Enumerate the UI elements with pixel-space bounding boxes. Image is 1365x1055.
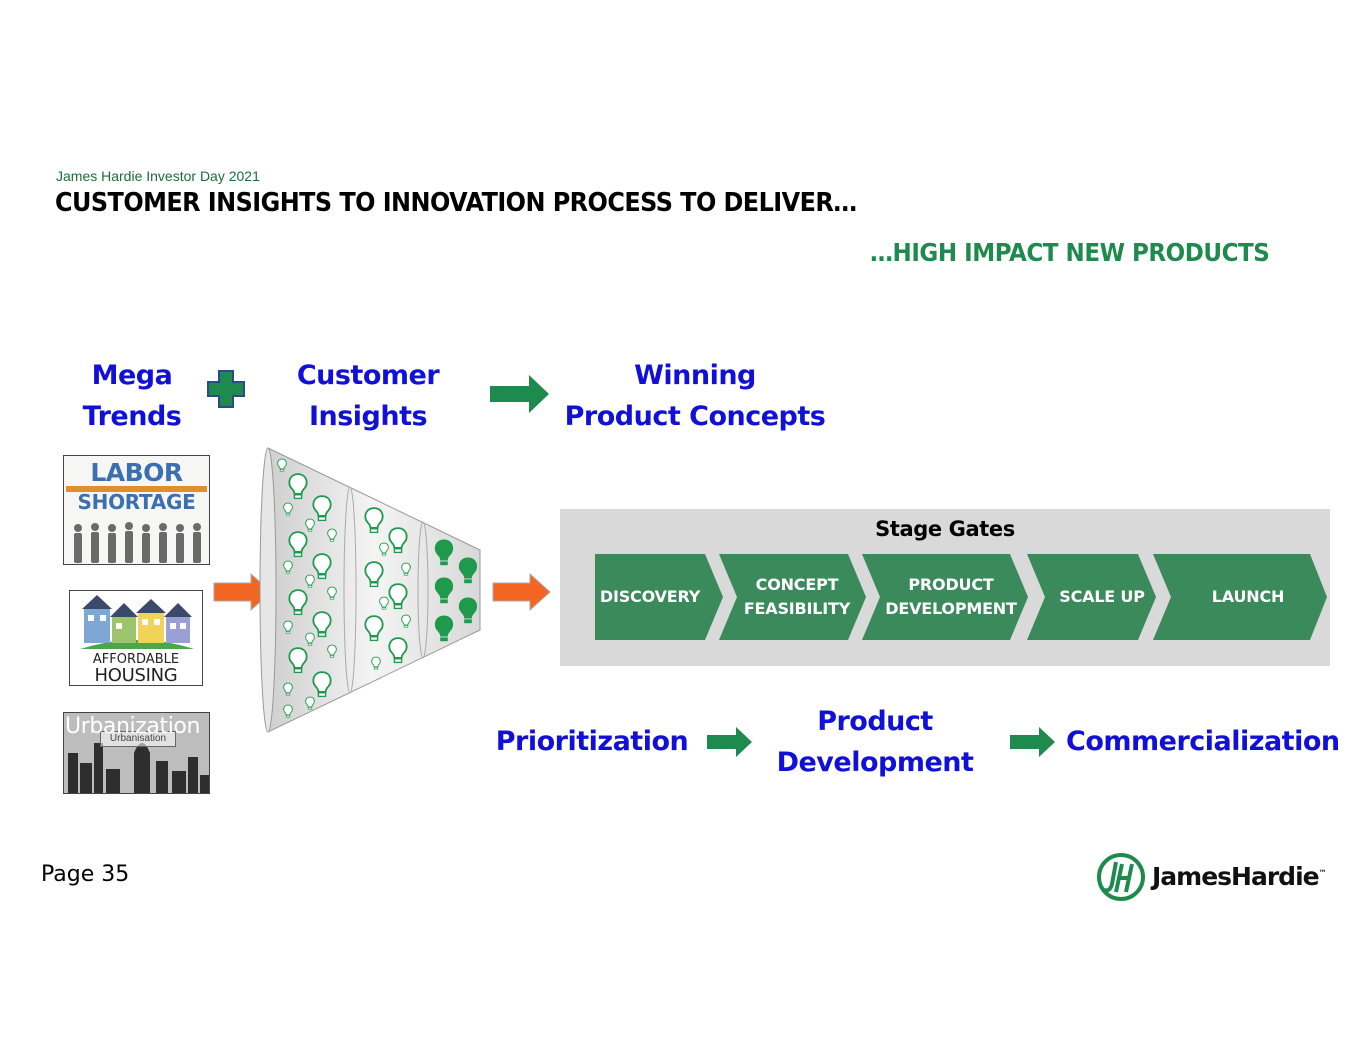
customer-insights-line2: Insights xyxy=(308,401,428,432)
stage-product-development: PRODUCT DEVELOPMENT xyxy=(880,573,1022,621)
urbanization-image: Urbanisation Urbanization xyxy=(63,712,210,794)
stage-chevron-concept xyxy=(719,554,866,640)
stage-launch-line1: LAUNCH xyxy=(1211,587,1285,606)
workers-silhouette-icon xyxy=(74,522,201,563)
prioritization-label: Prioritization xyxy=(495,726,689,757)
jh-logo-icon xyxy=(1097,853,1145,901)
stage-product-line2: DEVELOPMENT xyxy=(885,599,1017,618)
stage-concept-line1: CONCEPT xyxy=(755,575,839,594)
logo-wordmark: JamesHardie xyxy=(1152,862,1320,891)
affordable-housing-image: AFFORDABLE HOUSING xyxy=(69,590,203,686)
stage-scale-up: SCALE UP xyxy=(1045,585,1159,609)
stage-gates-title: Stage Gates xyxy=(875,517,1015,541)
mega-trends-label: Mega Trends xyxy=(62,355,202,437)
plus-icon xyxy=(207,370,245,408)
stage-chevron-launch xyxy=(1153,554,1327,640)
stage-chevron-product xyxy=(862,554,1028,640)
labor-line1: LABOR xyxy=(90,458,183,487)
urbanization-label: Urbanization xyxy=(65,714,201,739)
product-development-line1: Product xyxy=(817,706,933,737)
labor-line2: SHORTAGE xyxy=(77,490,196,514)
winning-concepts-label: Winning Product Concepts xyxy=(555,355,835,437)
page-number: Page 35 xyxy=(41,862,130,887)
labor-banner xyxy=(66,486,207,492)
mega-trends-line1: Mega xyxy=(91,360,173,391)
arrow-right-icon xyxy=(1010,727,1055,757)
customer-insights-label: Customer Insights xyxy=(282,355,454,437)
housing-line2: HOUSING xyxy=(94,665,178,686)
arrow-right-icon xyxy=(490,375,549,413)
innovation-funnel xyxy=(259,447,481,733)
stage-discovery: DISCOVERY xyxy=(595,585,705,609)
company-logo-text: JamesHardie™ xyxy=(1152,862,1327,891)
winning-concepts-line1: Winning xyxy=(634,360,756,391)
product-development-label: Product Development xyxy=(765,701,985,783)
event-eyebrow: James Hardie Investor Day 2021 xyxy=(56,168,260,184)
stage-discovery-line1: DISCOVERY xyxy=(599,587,701,606)
stage-chevrons xyxy=(595,554,1327,640)
stage-launch: LAUNCH xyxy=(1180,585,1316,609)
product-development-line2: Development xyxy=(776,747,974,778)
labor-shortage-image: LABOR SHORTAGE xyxy=(63,455,210,565)
orange-arrow-icon xyxy=(492,573,551,611)
arrow-right-icon xyxy=(707,727,752,757)
houses-icon xyxy=(80,595,194,649)
slide-subtitle: …HIGH IMPACT NEW PRODUCTS xyxy=(870,238,1270,267)
customer-insights-line1: Customer xyxy=(296,360,440,391)
stage-concept-feasibility: CONCEPT FEASIBILITY xyxy=(737,573,857,621)
mega-trends-line2: Trends xyxy=(82,401,182,432)
urbanisation-bubble: Urbanisation xyxy=(100,731,176,747)
stage-chevron-discovery xyxy=(595,554,723,640)
stage-scaleup-line1: SCALE UP xyxy=(1059,587,1145,606)
stage-concept-line2: FEASIBILITY xyxy=(743,599,851,618)
winning-concepts-line2: Product Concepts xyxy=(564,401,826,432)
commercialization-label: Commercialization xyxy=(1066,726,1340,757)
housing-line1: AFFORDABLE xyxy=(92,652,180,667)
slide-title: CUSTOMER INSIGHTS TO INNOVATION PROCESS … xyxy=(55,188,857,218)
city-skyline-icon xyxy=(64,713,209,793)
logo-trademark: ™ xyxy=(1318,868,1327,878)
stage-product-line1: PRODUCT xyxy=(908,575,994,594)
stage-chevron-scaleup xyxy=(1027,554,1156,640)
